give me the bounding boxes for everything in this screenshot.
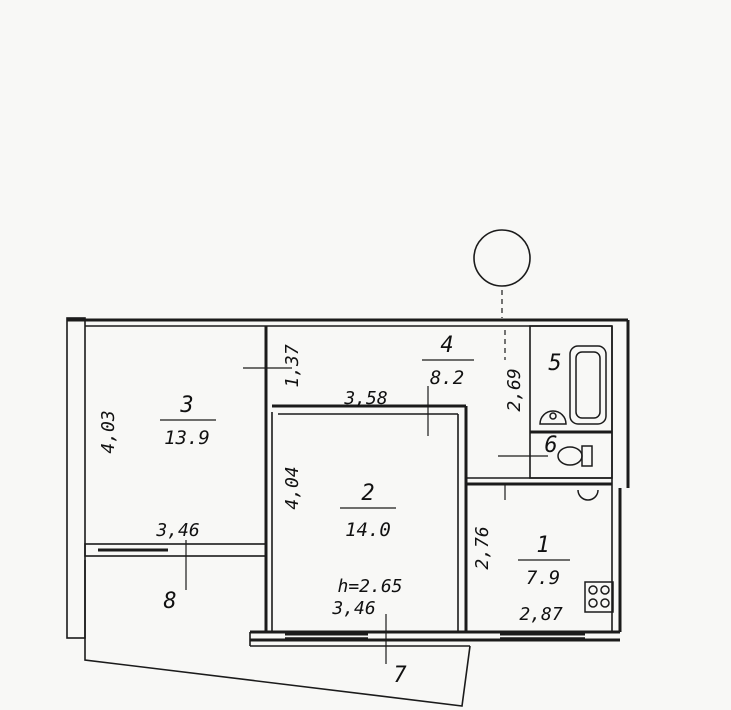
hall-width-dimension: 3,58 xyxy=(343,388,387,409)
entrance-label: 7 xyxy=(393,663,407,688)
room-1-area: 7.9 xyxy=(526,567,560,589)
room-1-label: 1 7.9 xyxy=(518,533,570,589)
hall-height-dimension: 1,37 xyxy=(282,344,303,388)
room-2-label: 2 14.0 xyxy=(340,481,396,541)
room-5-number: 5 xyxy=(548,351,561,376)
dimension-markers xyxy=(185,330,548,664)
room-2-width-dimension: 3,46 xyxy=(331,598,375,619)
interior-walls xyxy=(84,325,613,639)
room-4-number: 4 xyxy=(440,333,453,358)
kitchen-sink-icon xyxy=(577,489,599,501)
room-3-height-dimension: 4,03 xyxy=(98,410,119,453)
room-2-area: 14.0 xyxy=(345,519,391,541)
room-3-number: 3 xyxy=(179,393,193,418)
room-3-width-dimension: 3,46 xyxy=(155,520,199,541)
outer-walls xyxy=(66,317,630,707)
room-6-number: 6 xyxy=(544,433,557,458)
room-3-area: 13.9 xyxy=(164,427,210,449)
room-3-label: 3 13.9 xyxy=(160,393,216,449)
kitchen-height-dimension: 2,76 xyxy=(472,526,493,569)
stove-icon xyxy=(584,581,614,613)
toilet-icon xyxy=(557,445,593,467)
ceiling-height: h=2.65 xyxy=(337,576,402,597)
corridor-height-dimension: 2,69 xyxy=(504,368,525,411)
balcony-label: 8 xyxy=(163,589,176,614)
room-4-area: 8.2 xyxy=(430,367,464,389)
sink-icon xyxy=(539,410,567,425)
room-2-height-dimension: 4,04 xyxy=(282,466,303,509)
room-4-label: 4 8.2 xyxy=(422,333,474,389)
room-2-number: 2 xyxy=(361,481,374,506)
bathtub-icon xyxy=(569,345,607,425)
orientation-circle xyxy=(473,229,531,318)
room-1-number: 1 xyxy=(536,533,549,558)
kitchen-width-dimension: 2,87 xyxy=(519,604,563,625)
